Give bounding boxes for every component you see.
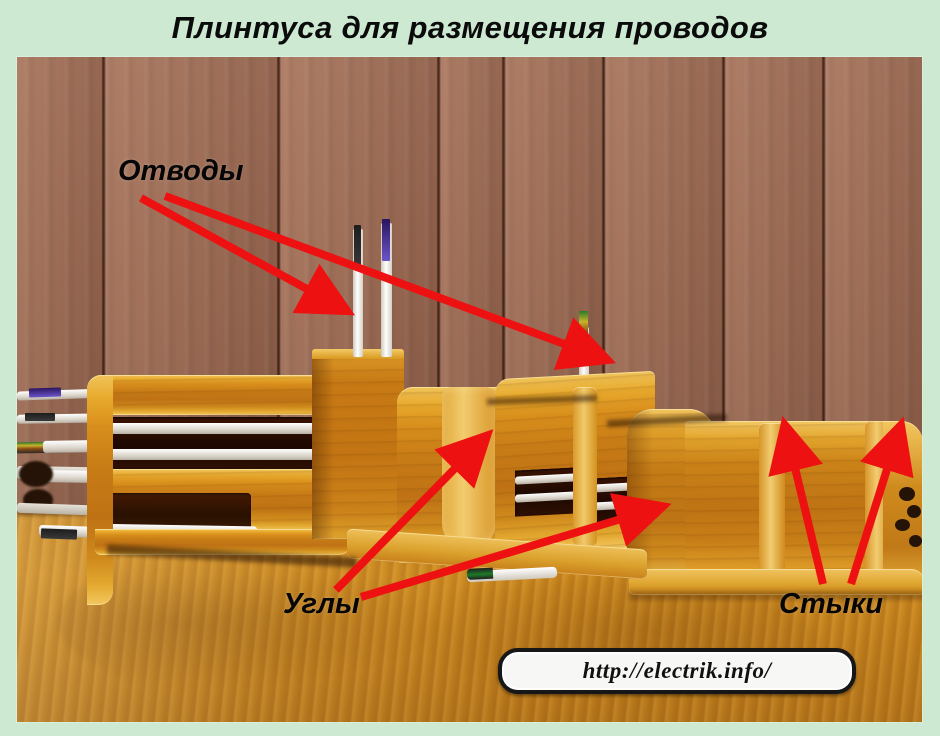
debris	[907, 505, 921, 518]
debris	[899, 487, 915, 501]
annotation-label-ugly: Углы	[283, 588, 360, 620]
corner-piece-inner	[442, 387, 496, 549]
debris	[909, 535, 922, 547]
page-title: Плинтуса для размещения проводов	[171, 10, 769, 45]
cable-tip-dark	[25, 413, 55, 421]
branch-riser-tip-1	[354, 225, 361, 269]
baseboard-left-top-cap	[93, 375, 348, 415]
branch-outlet-box	[312, 353, 404, 539]
annotation-label-styki: Стыки	[779, 588, 883, 620]
cable-tip-purple	[28, 387, 62, 398]
cable-tip-dark	[40, 528, 78, 540]
joint-strip-middle	[573, 387, 597, 547]
wall-riser-tip	[579, 311, 588, 347]
watermark-url-badge[interactable]: http://electrik.info/	[498, 648, 856, 694]
channel-cable-2	[103, 449, 349, 460]
joint-cover-1	[759, 423, 785, 593]
annotation-label-otvody: Отводы	[118, 155, 244, 187]
baseboard-left-nose	[87, 375, 113, 605]
channel-cable-1	[103, 423, 349, 434]
watermark-url-text: http://electrik.info/	[582, 658, 772, 683]
loose-cable-tip	[466, 567, 494, 580]
branch-riser-tip-2	[382, 219, 390, 261]
debris	[895, 519, 910, 531]
